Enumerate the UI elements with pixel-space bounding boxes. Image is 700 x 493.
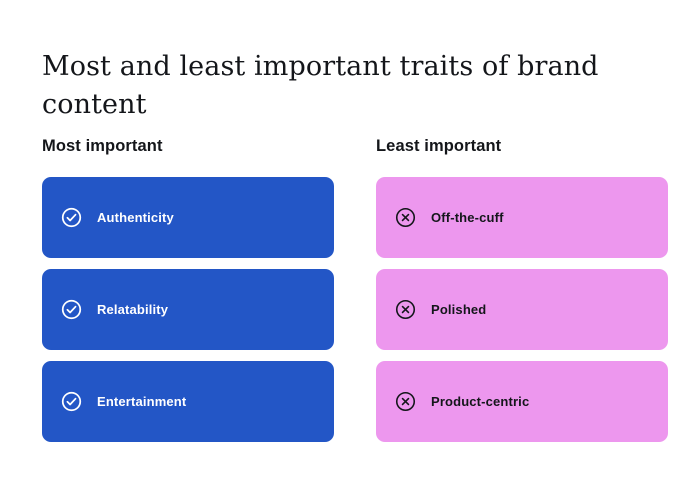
trait-card-label: Product-centric — [431, 394, 530, 409]
x-circle-icon — [395, 299, 416, 320]
trait-card-label: Authenticity — [97, 210, 174, 225]
check-circle-icon — [61, 207, 82, 228]
trait-card-label: Entertainment — [97, 394, 187, 409]
column-header-least-important: Least important — [376, 137, 502, 155]
trait-card-relatability[interactable]: Relatability — [42, 269, 334, 350]
trait-card-entertainment[interactable]: Entertainment — [42, 361, 334, 442]
check-circle-icon — [61, 299, 82, 320]
column-least-important: Least important Off-the-cuff — [376, 136, 668, 442]
trait-card-label: Relatability — [97, 302, 169, 317]
trait-card-label: Polished — [431, 302, 487, 317]
column-most-important: Most important Authenticity R — [42, 136, 334, 442]
trait-card-product-centric[interactable]: Product-centric — [376, 361, 668, 442]
x-circle-icon — [395, 391, 416, 412]
check-circle-icon — [61, 391, 82, 412]
page-title: Most and least important traits of brand… — [42, 51, 599, 121]
trait-card-polished[interactable]: Polished — [376, 269, 668, 350]
trait-card-off-the-cuff[interactable]: Off-the-cuff — [376, 177, 668, 258]
column-header-most-important: Most important — [42, 137, 163, 155]
trait-card-authenticity[interactable]: Authenticity — [42, 177, 334, 258]
x-circle-icon — [395, 207, 416, 228]
trait-card-label: Off-the-cuff — [431, 210, 504, 225]
